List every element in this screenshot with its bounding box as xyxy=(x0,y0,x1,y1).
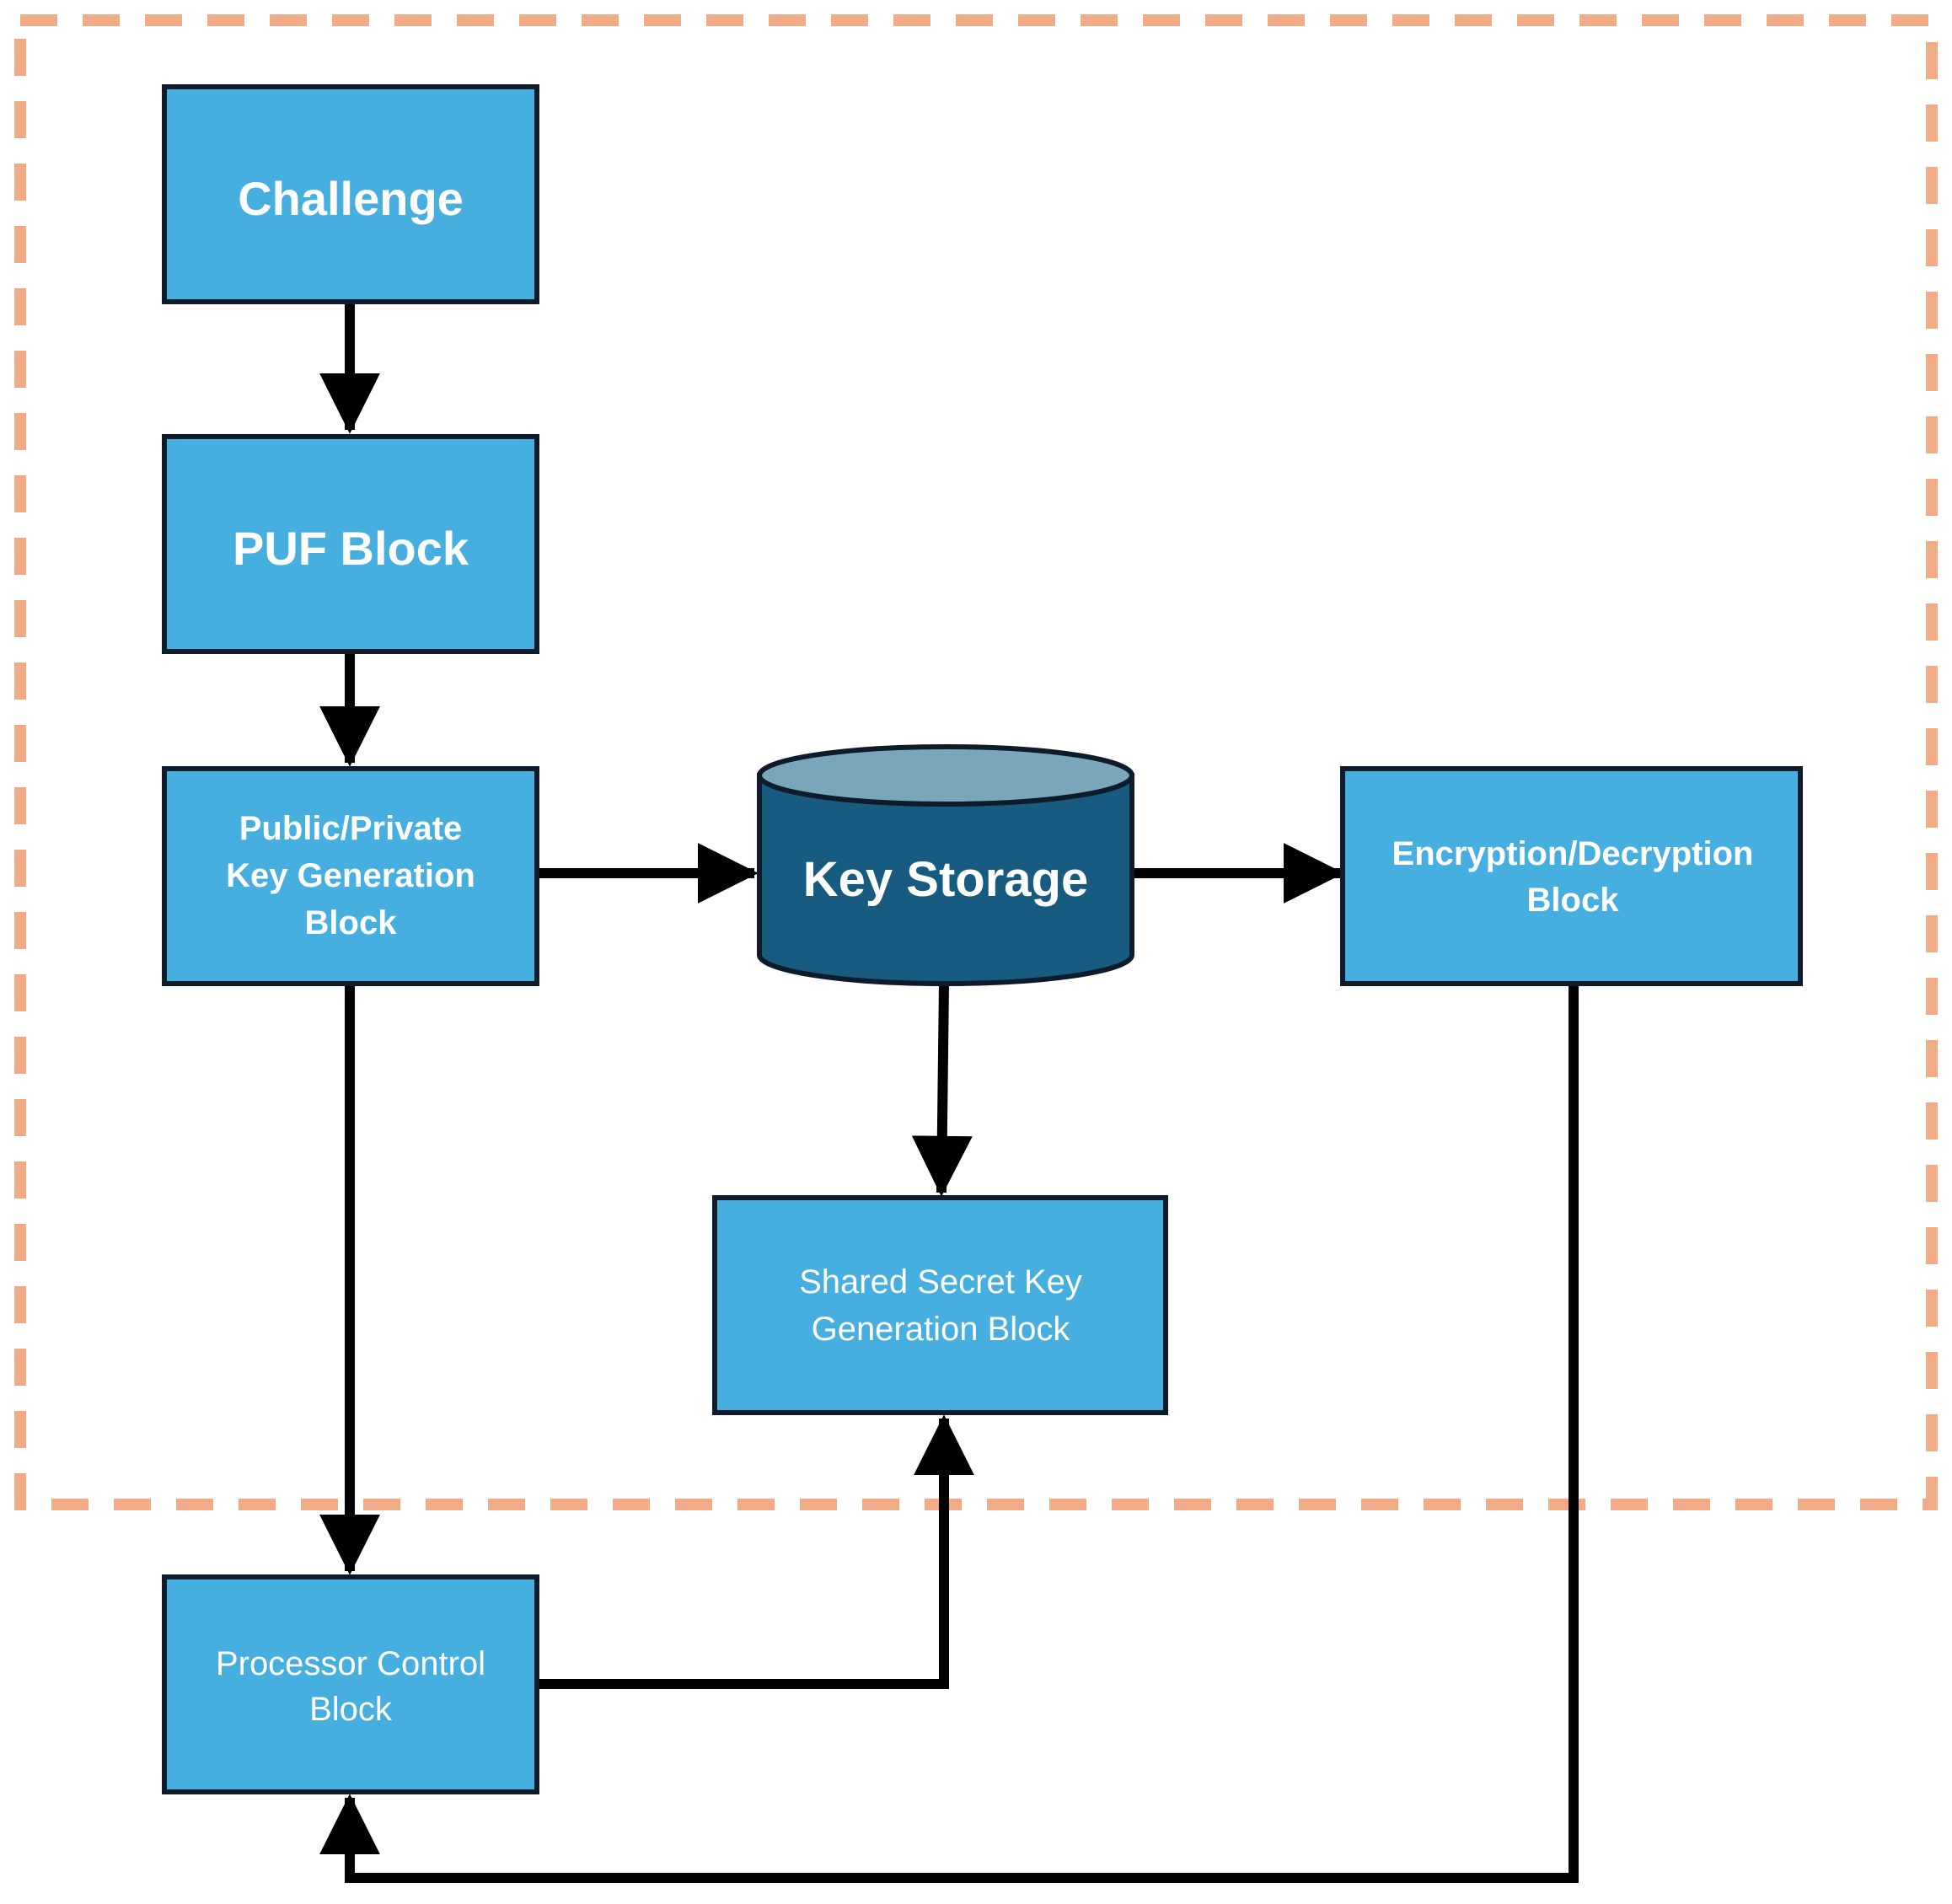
processor-control-block: Processor Control Block xyxy=(162,1574,539,1794)
connectors xyxy=(319,302,1579,1883)
key-generation-block: Public/Private Key Generation Block xyxy=(162,766,539,986)
keygen-label-line-2: Key Generation xyxy=(226,857,475,894)
puf-block: PUF Block xyxy=(162,434,539,654)
arrow-loop-encdec-processor xyxy=(319,986,1579,1883)
processor-label-line-2: Block xyxy=(309,1691,393,1728)
challenge-block: Challenge xyxy=(162,84,539,304)
keygen-label-line-1: Public/Private xyxy=(239,810,463,847)
challenge-label: Challenge xyxy=(238,172,464,225)
shared-label-line-1: Shared Secret Key xyxy=(799,1263,1082,1301)
key-storage-cylinder: Key Storage xyxy=(757,744,1134,986)
arrow-processor-to-shared xyxy=(537,1414,974,1689)
storage-label: Key Storage xyxy=(803,852,1088,907)
processor-label-line-1: Processor Control xyxy=(216,1645,485,1682)
encdec-label-line-1: Encryption/Decryption xyxy=(1392,835,1754,872)
encdec-label-line-2: Block xyxy=(1527,882,1620,919)
system-boundary xyxy=(14,14,1938,1510)
arrow-storage-to-shared xyxy=(911,983,973,1197)
encryption-decryption-block: Encryption/Decryption Block xyxy=(1340,766,1803,986)
shared-label-line-2: Generation Block xyxy=(812,1311,1071,1348)
shared-secret-block: Shared Secret Key Generation Block xyxy=(712,1195,1168,1415)
puf-label: PUF Block xyxy=(233,522,469,575)
keygen-label-line-3: Block xyxy=(305,904,398,941)
